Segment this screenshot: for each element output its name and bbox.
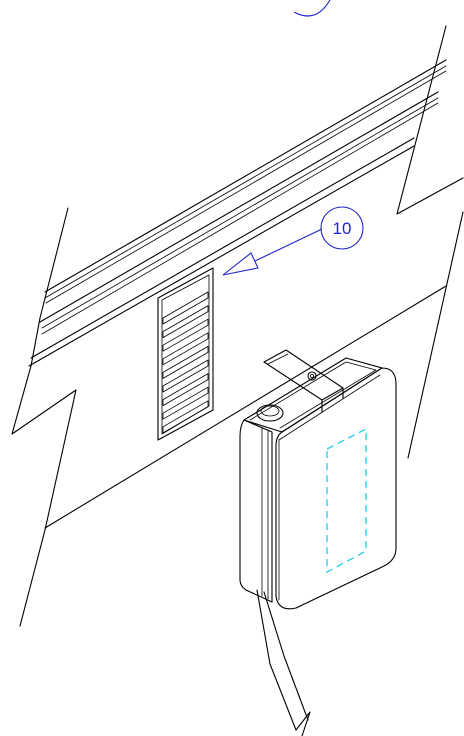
- vent-slat: [162, 373, 209, 406]
- hidden-display-window: [326, 428, 367, 574]
- vent-slat: [162, 332, 209, 366]
- enclosure-box: [239, 349, 397, 736]
- vent-slat: [162, 291, 209, 325]
- callout-10: 10: [222, 206, 364, 276]
- wall-panel: [11, 25, 464, 627]
- callout-arrowhead: [222, 252, 259, 276]
- vent-slat: [162, 305, 209, 338]
- vent-slat: [162, 386, 209, 420]
- vent-slat: [162, 346, 209, 379]
- top-partial-callout-circle: [293, 0, 331, 17]
- vent-slat: [162, 400, 209, 434]
- callout-leader-line: [254, 228, 323, 262]
- callout-balloon: [320, 206, 364, 250]
- callout-label: 10: [333, 219, 352, 238]
- vent-slat: [162, 359, 209, 393]
- vent-grille: [157, 267, 214, 441]
- vent-slat: [162, 318, 209, 352]
